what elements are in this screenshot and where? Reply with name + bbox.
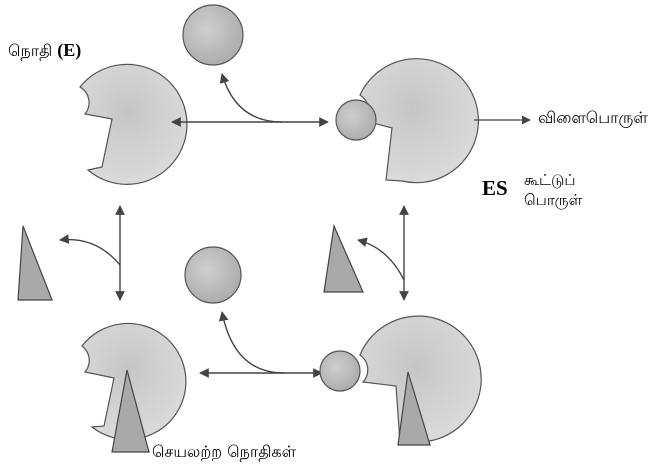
substrate-circle-bottom xyxy=(184,246,242,304)
inhibitor-triangle-bound-right xyxy=(397,371,431,446)
inactive-enzymes-label: செயலற்ற நொதிகள் xyxy=(152,442,297,461)
enzyme-label-text: நொதி xyxy=(8,41,53,60)
inhibitor-triangle-bound-left xyxy=(111,369,150,453)
enzyme-shape-esi xyxy=(359,315,482,443)
product-label: விளைபொருள் xyxy=(538,108,648,127)
arrow-inhibitor-right xyxy=(357,237,405,281)
inhibitor-triangle-right xyxy=(323,223,364,293)
complex-label-line1: கூட்டுப் xyxy=(524,171,576,189)
enzyme-shape-free xyxy=(79,63,188,185)
substrate-circle-bound-bottom xyxy=(319,350,361,392)
enzyme-label: நொதி (E) xyxy=(8,40,81,62)
complex-label: கூட்டுப் பொருள் xyxy=(524,170,582,210)
arrow-inhibitor-left xyxy=(59,234,121,266)
enzyme-shape-es xyxy=(359,58,480,184)
arrow-substrate-binding xyxy=(219,73,283,123)
arrow-substrate-binding-bottom xyxy=(218,311,285,374)
inhibitor-triangle-left xyxy=(17,225,53,301)
complex-label-line2: பொருள் xyxy=(524,191,583,209)
substrate-circle-bound xyxy=(335,99,377,141)
enzyme-symbol: (E) xyxy=(57,40,82,60)
complex-symbol: ES xyxy=(482,176,508,200)
substrate-circle-top xyxy=(182,4,244,66)
